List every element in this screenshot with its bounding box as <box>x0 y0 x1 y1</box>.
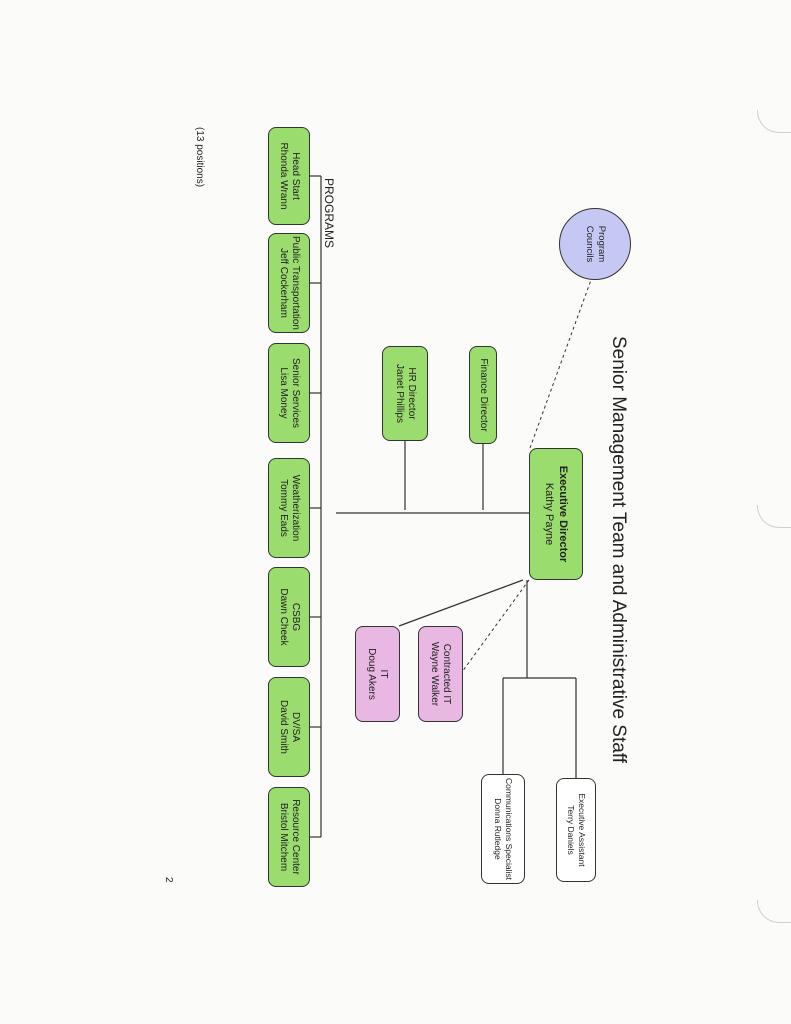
program-councils-label-2: Councils <box>584 225 595 263</box>
hr-title: HR Director <box>406 367 417 420</box>
program-title: Public Transportation <box>290 236 301 330</box>
program-box-dv-sa: DV/SA David Smith <box>268 677 310 777</box>
programs-label: PROGRAMS <box>322 178 336 249</box>
executive-assistant-box: Executive Assistant Terry Daniels <box>556 778 596 882</box>
comm-specialist-name: Donna Rutledge <box>493 798 503 860</box>
councils-dashed-line <box>529 279 592 449</box>
it-title: IT <box>378 669 390 679</box>
hr-name: Janet Phillips <box>394 364 405 423</box>
contracted-it-dashed-line <box>461 579 530 673</box>
program-box-weatherization: Weatherization Tommy Eads <box>268 458 310 558</box>
program-councils-label-1: Program <box>596 225 607 263</box>
page-number: 2 <box>163 877 174 883</box>
program-title: Weatherization <box>290 474 301 542</box>
comm-specialist-title: Communications Specialist <box>504 777 514 881</box>
program-director: Dawn Cheek <box>278 588 289 646</box>
contracted-it-name: Wayne Walker <box>429 641 441 707</box>
contracted-it-box: Contracted IT Wayne Walker <box>418 626 463 722</box>
program-box-resource-center: Resource Center Bristol Mitchem <box>268 787 310 887</box>
program-box-csbg: CSBG Dawn Cheek <box>268 567 310 667</box>
exec-assistant-name: Terry Daniels <box>566 805 576 855</box>
executive-title: Executive Director <box>557 465 569 563</box>
program-box-head-start: Head Start Rhonda Wrann <box>268 127 310 225</box>
program-director: Bristol Mitchem <box>278 802 289 872</box>
executive-director-box: Executive Director Kathy Payne <box>529 448 583 580</box>
page-title: Senior Management Team and Administrativ… <box>608 336 629 764</box>
program-title: DV/SA <box>290 711 301 742</box>
program-director: Jeff Cockerham <box>278 248 289 318</box>
communications-specialist-box: Communications Specialist Donna Rutledge <box>481 774 525 884</box>
program-box-public-transportation: Public Transportation Jeff Cockerham <box>268 233 310 333</box>
it-line <box>398 579 524 627</box>
contracted-it-title: Contracted IT <box>441 643 453 705</box>
exec-assistant-title: Executive Assistant <box>577 793 587 867</box>
program-director: David Smith <box>278 700 289 754</box>
it-box: IT Doug Akers <box>355 626 400 722</box>
program-title: CSBG <box>290 602 301 632</box>
program-title: Head Start <box>290 152 301 200</box>
it-name: Doug Akers <box>366 648 378 700</box>
finance-director-box: Finance Director <box>469 346 497 444</box>
hr-director-box: HR Director Janet Phillips <box>382 346 428 441</box>
finance-director-label: Finance Director <box>478 358 489 432</box>
program-title: Senior Services <box>290 357 301 429</box>
program-title: Resource Center <box>290 799 301 875</box>
program-director: Tommy Eads <box>278 479 289 537</box>
program-councils-circle: Program Councils <box>559 208 631 280</box>
program-director: Lisa Money <box>278 367 289 419</box>
positions-note: (13 positions) <box>194 127 205 188</box>
program-director: Rhonda Wrann <box>278 142 289 210</box>
program-box-senior-services: Senior Services Lisa Money <box>268 343 310 443</box>
executive-name: Kathy Payne <box>543 482 555 546</box>
